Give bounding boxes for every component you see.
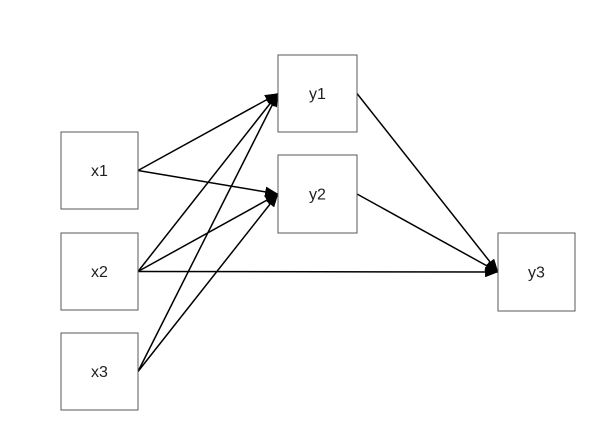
- node-y1: y1: [277, 54, 358, 133]
- edge-x3-to-y1: [137, 92, 279, 372]
- node-x2: x2: [60, 232, 139, 311]
- edge-y1-to-y3: [356, 93, 499, 273]
- node-x3: x3: [60, 332, 139, 411]
- node-label-x3: x3: [91, 364, 108, 381]
- edges-layer: [137, 92, 499, 372]
- node-box-x2: [60, 232, 139, 311]
- node-y2: y2: [277, 154, 358, 234]
- node-x1: x1: [60, 131, 139, 210]
- node-box-x3: [60, 332, 139, 411]
- node-box-y3: [497, 232, 576, 312]
- node-y3: y3: [497, 232, 576, 312]
- node-box-y1: [277, 54, 358, 133]
- edge-x2-to-y1: [137, 93, 279, 272]
- edge-x3-to-y2: [137, 193, 279, 372]
- node-label-y3: y3: [528, 265, 545, 282]
- edge-y2-to-y3: [356, 193, 499, 273]
- node-box-x1: [60, 131, 139, 210]
- edge-x1-to-y1: [137, 92, 279, 172]
- edge-x2-to-y3: [137, 266, 499, 278]
- node-label-y1: y1: [309, 86, 326, 103]
- nodes-layer: x1 x2 x3 y1 y2 y3: [60, 54, 576, 411]
- node-label-x2: x2: [91, 264, 108, 281]
- node-box-y2: [277, 154, 358, 234]
- node-label-x1: x1: [91, 163, 108, 180]
- node-label-y2: y2: [309, 187, 326, 204]
